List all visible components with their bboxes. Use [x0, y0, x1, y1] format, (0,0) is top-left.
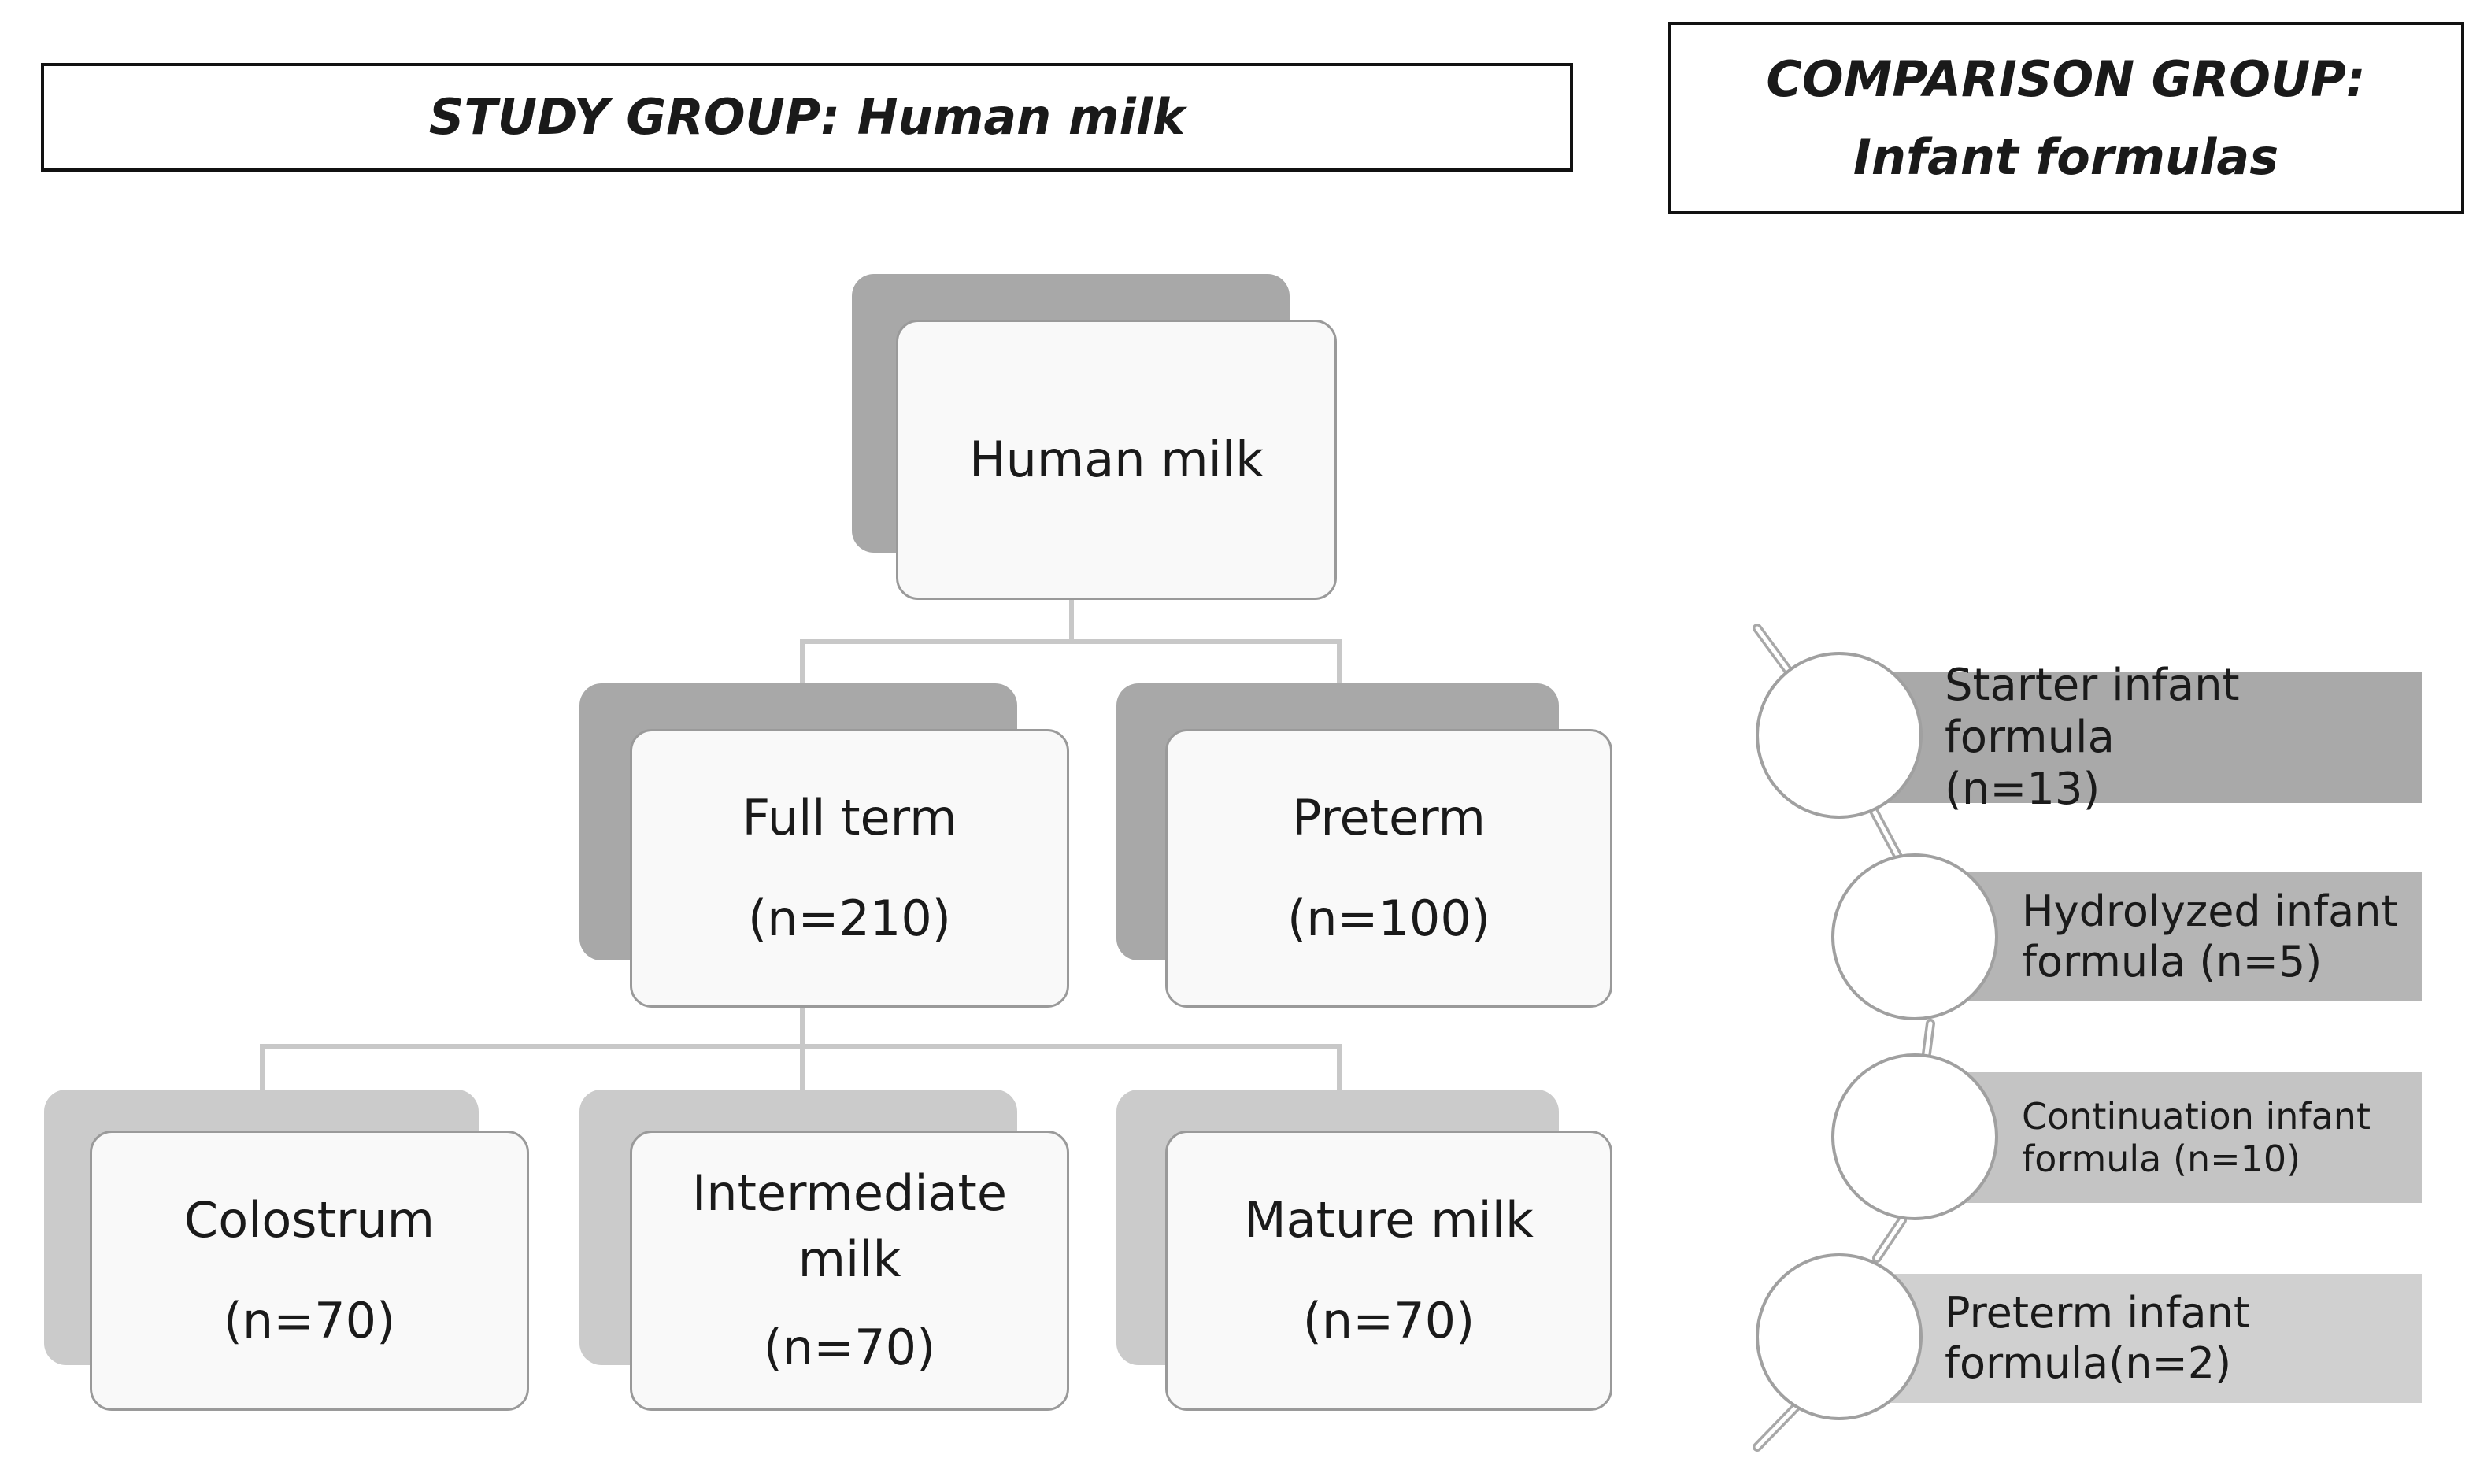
formula-label-line2: formula (n=5): [2022, 937, 2323, 986]
node-card: Intermediate milk (n=70): [630, 1131, 1069, 1411]
connector-full-term-stem: [800, 1006, 805, 1049]
node-card: Full term (n=210): [630, 729, 1069, 1008]
comparison-group-title-line1: COMPARISON GROUP:: [1766, 50, 2366, 108]
formula-label-line2: formula(n=2): [1945, 1338, 2232, 1388]
node-label-line2: milk: [798, 1230, 901, 1289]
connector-to-full-term: [800, 639, 805, 685]
comparison-group-title-line2: Infant formulas: [1853, 128, 2279, 186]
node-count: (n=210): [748, 890, 951, 947]
node-label: Colostrum: [183, 1191, 435, 1249]
node-card: Preterm (n=100): [1165, 729, 1612, 1008]
connector-root-stem: [1069, 598, 1074, 644]
node-label: Human milk: [968, 431, 1264, 489]
node-label: Preterm: [1292, 789, 1486, 847]
comparison-group-header: COMPARISON GROUP: Infant formulas: [1668, 22, 2464, 214]
study-group-title: STUDY GROUP: Human milk: [428, 88, 1186, 146]
formula-band: Starter infant formula (n=13): [1834, 660, 2422, 815]
connector-to-intermediate: [800, 1044, 805, 1091]
node-count: (n=100): [1287, 890, 1490, 947]
formula-label-line1: Preterm infant: [1945, 1288, 2250, 1338]
formula-label-line1: Continuation infant: [2022, 1094, 2371, 1138]
node-label: Full term: [742, 789, 957, 847]
formula-label-line1: Starter infant formula: [1945, 659, 2240, 763]
connector-to-mature: [1337, 1044, 1342, 1091]
node-label-line1: Intermediate: [691, 1164, 1007, 1223]
connector-to-colostrum: [260, 1044, 265, 1091]
node-count: (n=70): [223, 1292, 396, 1349]
formula-circle: [1831, 1053, 1998, 1220]
node-count: (n=70): [1302, 1292, 1475, 1349]
study-group-header: STUDY GROUP: Human milk: [41, 63, 1573, 172]
node-card: Mature milk (n=70): [1165, 1131, 1612, 1411]
formula-label-line2: formula (n=10): [2022, 1138, 2301, 1180]
formula-label-line1: Hydrolyzed infant: [2022, 886, 2398, 937]
node-count: (n=70): [763, 1318, 936, 1376]
formula-circle: [1756, 652, 1923, 819]
node-label: Mature milk: [1244, 1191, 1534, 1249]
formula-label-line2: (n=13): [1945, 764, 2101, 816]
node-card: Colostrum (n=70): [90, 1131, 529, 1411]
formula-circle: [1756, 1253, 1923, 1420]
node-card: Human milk: [896, 320, 1337, 600]
connector-level1-bar: [800, 639, 1342, 644]
formula-band: Preterm infant formula(n=2): [1834, 1274, 2422, 1403]
formula-circle: [1831, 853, 1998, 1020]
connector-to-preterm: [1337, 639, 1342, 685]
